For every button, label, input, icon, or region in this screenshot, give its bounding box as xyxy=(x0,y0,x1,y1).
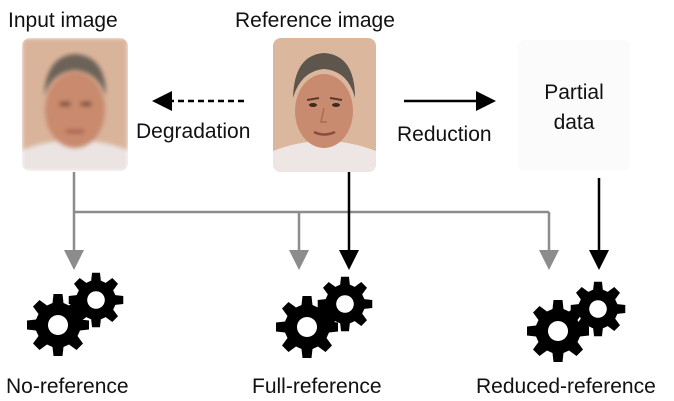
degradation-arrowhead xyxy=(152,91,172,111)
reduced-reference-gears-icon xyxy=(527,281,626,362)
no-reference-label: No-reference xyxy=(6,375,129,398)
input-image-portrait xyxy=(22,38,128,171)
degradation-label: Degradation xyxy=(136,120,251,143)
full-reference-gray-arrowhead xyxy=(289,250,309,270)
reduced-reference-label: Reduced-reference xyxy=(476,375,656,398)
reference-image-label: Reference image xyxy=(235,9,395,32)
reduced-reference-black-arrowhead xyxy=(589,250,609,270)
full-reference-gears-icon xyxy=(276,276,373,358)
input-image-connectors xyxy=(72,172,551,252)
partial-data-box: Partial data xyxy=(518,40,630,170)
full-reference-label: Full-reference xyxy=(252,375,382,398)
partial-data-label-line1: Partial xyxy=(544,81,604,104)
partial-data-label-line2: data xyxy=(553,111,595,134)
full-reference-black-arrowhead xyxy=(339,250,359,270)
reduction-arrowhead xyxy=(476,91,496,111)
reference-image-portrait xyxy=(273,38,376,172)
no-reference-gray-arrowhead xyxy=(64,250,84,270)
reduced-reference-gray-arrowhead xyxy=(539,250,559,270)
input-image-label: Input image xyxy=(8,9,118,32)
no-reference-gears-icon xyxy=(27,272,124,356)
reduction-label: Reduction xyxy=(397,123,492,146)
